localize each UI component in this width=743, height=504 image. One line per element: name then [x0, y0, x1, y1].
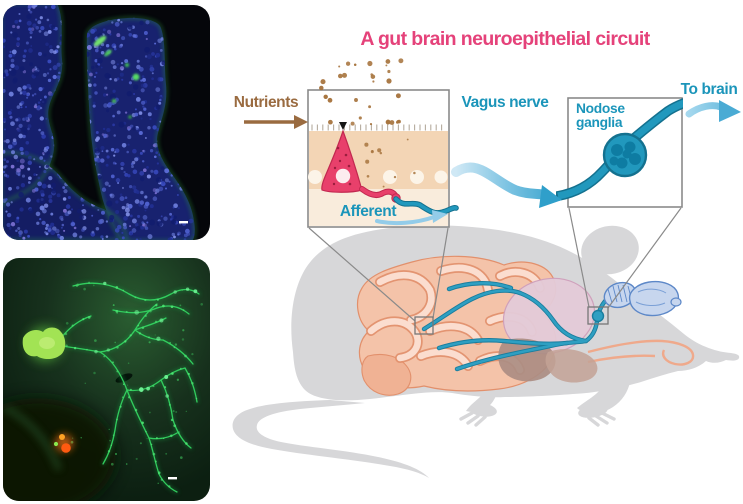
- to-brain-label: To brain: [681, 81, 738, 98]
- nodose-ganglia-label-line2: ganglia: [576, 115, 623, 130]
- scale-bar: [168, 477, 177, 480]
- vagus-nerve-label: Vagus nerve: [462, 94, 550, 111]
- mouse-liver-lobe-2: [545, 349, 598, 383]
- mouse-front-paw: [578, 404, 608, 418]
- nodose-ganglia-label-line1: Nodose: [576, 101, 625, 116]
- cell-nucleus: [335, 168, 351, 184]
- mouse-brain: [603, 280, 682, 317]
- nodose-inset: Nodose ganglia: [556, 97, 683, 208]
- to-brain-arrow: [685, 102, 725, 118]
- cell-apex-tip: [339, 122, 347, 130]
- afferent-arrowhead: [432, 210, 448, 223]
- afferent-label: Afferent: [340, 203, 396, 220]
- mouse-esophagus: [587, 339, 695, 366]
- vagus-nerve-paths: [421, 281, 627, 372]
- tracer-injection-spot: [53, 434, 73, 453]
- vagus-arrow: [451, 162, 550, 200]
- cell-granules: [332, 146, 352, 186]
- tissue-fold: [3, 404, 63, 472]
- epithelium-inset: Afferent: [307, 58, 459, 228]
- inset-connector-lines: [308, 207, 682, 322]
- ganglion-cell-body: [22, 327, 66, 361]
- afferent-arrow: [375, 215, 436, 226]
- micrograph-intestinal-villi: [3, 5, 210, 240]
- ganglion-zoom-square: [587, 306, 609, 325]
- micrograph-nodose-neurons: [3, 258, 210, 501]
- ganglion-neuron-somas: [609, 141, 641, 169]
- cortex-lines: [635, 288, 667, 306]
- nutrients-arrowhead: [294, 115, 308, 129]
- vagus-arrowhead: [539, 185, 562, 208]
- olfactory-bulb: [670, 297, 682, 307]
- nodose-ganglion-dot: [591, 309, 605, 323]
- fiber-varicosities: [64, 281, 198, 488]
- nutrient-dots: [319, 58, 416, 188]
- to-brain-arrowhead: [719, 100, 741, 122]
- nutrients-label: Nutrients: [234, 94, 298, 111]
- goblet-cells: [308, 170, 448, 184]
- mouse-toes: [459, 411, 616, 427]
- dark-tissue-haze: [3, 398, 116, 501]
- mouse-tail: [232, 400, 429, 478]
- intestine-zoom-square: [414, 316, 434, 335]
- scale-bar: [179, 221, 188, 224]
- mouse-ear: [581, 225, 639, 275]
- dark-blotch: [115, 373, 133, 383]
- microvilli: [311, 124, 443, 131]
- afferent-fiber: [394, 197, 458, 215]
- green-neuropod-cells: [93, 35, 140, 119]
- mouse-hind-paw: [469, 403, 497, 417]
- basal-process: [360, 187, 398, 199]
- nodose-nerve: [556, 98, 683, 201]
- figure-title: A gut brain neuroepithelial circuit: [360, 28, 650, 50]
